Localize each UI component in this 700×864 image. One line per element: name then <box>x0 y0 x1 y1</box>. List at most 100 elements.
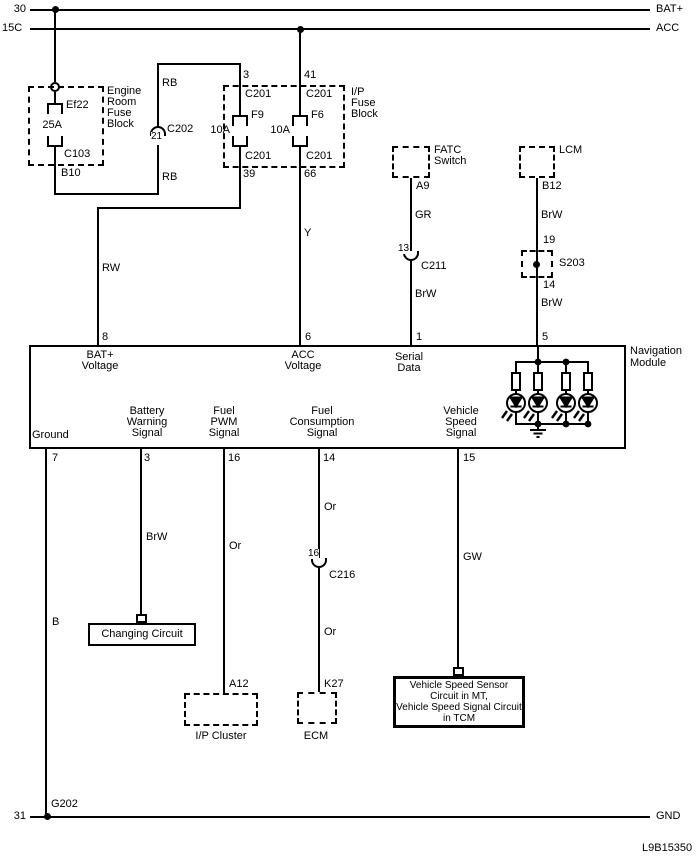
fuse-ef22-icon-bottom <box>47 136 63 147</box>
led-icon <box>506 393 598 413</box>
wire-rb-upper-label: RB <box>162 77 178 89</box>
connector-c216-pin: 16 <box>308 548 320 559</box>
lcm-pin-b12: B12 <box>542 180 562 192</box>
diagram-id: L9B15350 <box>642 842 693 854</box>
wire-f9-out <box>239 147 241 209</box>
wire-y-vertical <box>299 147 301 345</box>
f6-pin-top: 41 <box>304 69 317 81</box>
wire-rb-lower-label: RB <box>162 171 178 183</box>
wire-b10-horizontal <box>54 193 159 195</box>
pin-b10-label: B10 <box>61 167 81 179</box>
fuse-ef22-id: Ef22 <box>66 99 89 111</box>
wire-brw-c211-label: BrW <box>415 288 437 300</box>
splice-s203-box <box>521 250 553 278</box>
connector-c202-icon <box>150 126 166 136</box>
nav-pin3-label-3: Signal <box>131 427 163 439</box>
engine-fuse-block-name-1: Engine <box>107 85 142 97</box>
fuse-f9-icon-bottom <box>232 136 248 147</box>
ecm-label: ECM <box>303 730 329 742</box>
rail-bat <box>30 9 650 11</box>
ip-cluster-pin: A12 <box>229 678 249 690</box>
rail-bat-terminal: 30 <box>13 3 26 15</box>
connector-c103-label: C103 <box>64 148 91 160</box>
wire-or-pin14-lower <box>318 568 320 692</box>
wire-or-pin14-upper <box>318 449 320 564</box>
fatc-switch-name-1: FATC <box>434 144 462 156</box>
wire-gr-label: GR <box>415 209 432 221</box>
nav-pin3-num: 3 <box>144 452 151 464</box>
nav-pin3-label-1: Battery <box>129 405 165 417</box>
fuse-f9-icon <box>232 115 248 126</box>
fuse-f6-rating: 10A <box>270 124 290 136</box>
vss-label-1: Vehicle Speed Sensor <box>409 680 509 691</box>
fuse-ef22-rating: 25A <box>42 119 62 131</box>
wire-b-vertical <box>45 449 47 817</box>
wire-f6-feed <box>299 29 301 117</box>
led-array-junction-dots <box>534 358 592 428</box>
junction-dot-g202 <box>44 813 51 820</box>
connector-c216-icon <box>311 558 327 568</box>
s203-pin-top: 19 <box>543 234 556 246</box>
nav-pin6-label-2: Voltage <box>284 360 322 372</box>
nav-pin6-num: 6 <box>305 331 312 343</box>
fuse-f9-rating: 10A <box>210 124 230 136</box>
fuse-f6-icon-bottom <box>292 136 308 147</box>
ip-fuse-block-box <box>223 85 345 168</box>
nav-pin16-num: 16 <box>228 452 241 464</box>
connector-c216-name: C216 <box>329 569 356 581</box>
wire-rb-top-horizontal <box>157 63 241 65</box>
ground-icon <box>530 424 546 438</box>
f6-pin-bot: 66 <box>304 168 317 180</box>
nav-pin8-label-2: Voltage <box>81 360 119 372</box>
nav-pin16-label-3: Signal <box>208 427 240 439</box>
wire-or-pin14-upper-label: Or <box>324 501 337 513</box>
wire-brw-s203-label: BrW <box>541 297 563 309</box>
nav-pin15-label-3: Signal <box>445 427 477 439</box>
ground-ref-label: G202 <box>51 798 78 810</box>
lcm-box <box>519 146 555 178</box>
f9-pin-top: 3 <box>243 69 250 81</box>
wire-or-pin16 <box>223 449 225 693</box>
connector-c211-icon <box>403 251 419 261</box>
splice-s203-name: S203 <box>559 257 585 269</box>
nav-pin14-label-2: Consumption <box>289 416 355 428</box>
ecm-box <box>297 692 337 724</box>
lcm-name: LCM <box>559 144 583 156</box>
navigation-module-name-1: Navigation <box>630 345 682 357</box>
engine-fuse-block-box <box>28 86 104 166</box>
rail-acc-terminal: 15C <box>2 22 23 34</box>
resistor-icon <box>511 372 593 391</box>
wire-rb-above-c202 <box>157 63 159 126</box>
rail-acc-name: ACC <box>656 22 680 34</box>
nav-pin15-label-2: Speed <box>445 416 477 428</box>
wire-brw-c211 <box>410 261 412 345</box>
wire-brw-lcm-label: BrW <box>541 209 563 221</box>
wire-gw-vertical <box>457 449 459 667</box>
nav-pin15-label-1: Vehicle <box>443 405 479 417</box>
junction-dot-bat <box>52 6 59 13</box>
engine-fuse-block-name-3: Fuse <box>107 107 132 119</box>
fuse-f9-id: F9 <box>251 109 264 121</box>
nav-pin16-label-2: PWM <box>210 416 238 428</box>
nav-pin1-num: 1 <box>416 331 423 343</box>
connector-c211-pin: 13 <box>398 243 410 254</box>
s203-pin-bot: 14 <box>543 279 556 291</box>
wire-f9-feed <box>239 63 241 115</box>
nav-pin8-label-1: BAT+ <box>86 349 114 361</box>
wire-or-pin14-lower-label: Or <box>324 626 337 638</box>
rail-gnd-terminal: 31 <box>13 810 26 822</box>
fatc-switch-name-2: Switch <box>434 155 467 167</box>
nav-pin14-num: 14 <box>323 452 336 464</box>
f9-conn-top: C201 <box>245 88 272 100</box>
fatc-pin-a9: A9 <box>416 180 430 192</box>
ip-fuse-block-name-1: I/P <box>351 86 365 98</box>
wire-brw-pin3 <box>140 449 142 615</box>
nav-pin6-label-1: ACC <box>291 349 315 361</box>
nav-pin7-num: 7 <box>52 452 59 464</box>
nav-pin8-num: 8 <box>102 331 109 343</box>
rail-acc <box>30 28 650 30</box>
wire-y-label: Y <box>304 227 312 239</box>
f6-conn-bot: C201 <box>306 150 333 162</box>
ecm-pin: K27 <box>324 678 344 690</box>
